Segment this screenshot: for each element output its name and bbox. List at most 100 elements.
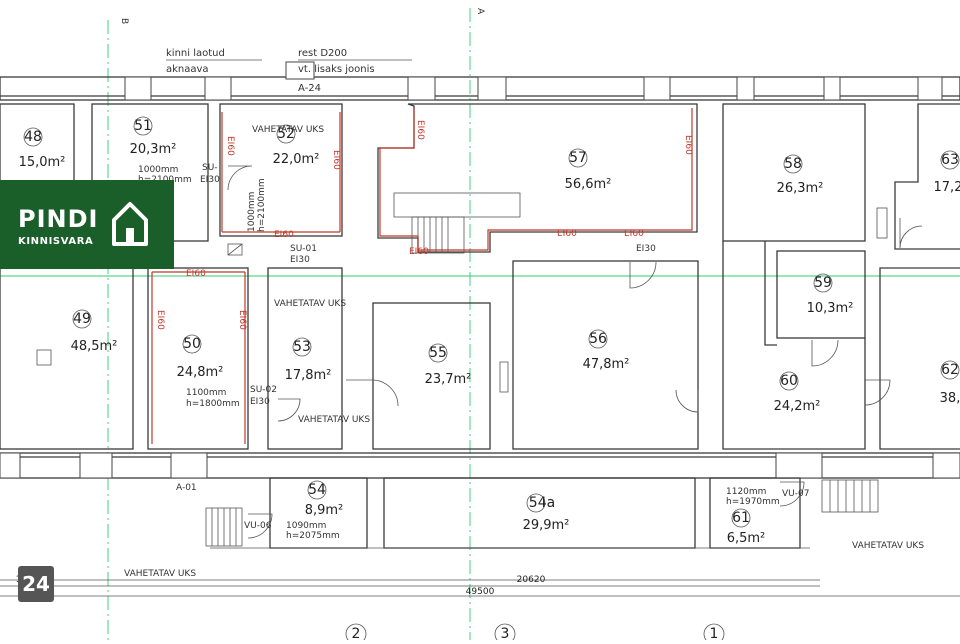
room-51-area: 20,3m²	[130, 142, 177, 157]
axis-bubble-3: 3	[501, 626, 510, 640]
fire-label: EI60	[683, 135, 693, 155]
note-vu06: VU-06	[244, 521, 272, 531]
note-vahetatav: VAHETATAV UKS	[298, 415, 370, 425]
room-53-outline	[267, 267, 343, 450]
window	[0, 452, 21, 479]
room-57-area: 56,6m²	[565, 177, 612, 192]
room-58-area: 26,3m²	[777, 181, 824, 196]
room-54a-outline	[383, 477, 696, 549]
room-53-number: 53	[293, 339, 311, 355]
room-59-number: 59	[814, 275, 832, 291]
note-su02: SU-02	[250, 385, 277, 395]
note-kinni-1: kinni laotud	[166, 48, 225, 59]
room-61-area: 6,5m²	[727, 531, 766, 546]
note-a01: A-01	[176, 483, 197, 493]
fire-label: EI60	[331, 150, 341, 170]
gallery-badge: 24	[18, 566, 54, 602]
room-54a: 54a 29,9m²	[523, 493, 569, 533]
window	[775, 452, 823, 479]
note-su01: SU-01	[290, 244, 317, 254]
house-icon	[112, 202, 148, 246]
fire-label: EI60	[186, 269, 206, 279]
note-door-width: 1120mm	[726, 487, 766, 497]
room-63-area: 17,2	[934, 180, 960, 195]
stairs-54	[205, 507, 243, 547]
fire-label: EI60	[415, 120, 425, 140]
room-62-area: 38,	[940, 391, 960, 406]
room-50-number: 50	[183, 336, 201, 352]
window	[124, 76, 152, 101]
note-vu07: VU-07	[782, 489, 809, 499]
vent-icon-line	[227, 243, 243, 256]
room-56-number: 56	[589, 331, 607, 347]
axis-bubbles: 2 3 1	[345, 623, 725, 644]
room-55-outline	[372, 302, 491, 450]
room-54: 54 8,9m²	[305, 480, 343, 518]
room-48: 48 15,0m²	[19, 127, 65, 170]
window	[204, 76, 232, 101]
fire-label: EI60	[274, 230, 294, 240]
column-icon	[36, 349, 52, 366]
note-door-width: 1000mm	[247, 192, 257, 232]
room-59-area: 10,3m²	[807, 301, 854, 316]
stair-landing	[393, 192, 521, 218]
room-52-outline	[219, 103, 343, 237]
stairs-61	[821, 479, 879, 513]
window	[736, 76, 755, 101]
note-vahetatav: VAHETATAV UKS	[852, 541, 924, 551]
window	[79, 452, 113, 479]
room-60-area: 24,2m²	[774, 399, 821, 414]
room-61-number: 61	[732, 510, 750, 526]
room-63-number: 63	[941, 152, 959, 168]
fire-label: EI60	[409, 247, 429, 257]
room-62: 62 38,	[940, 360, 960, 406]
room-63: 63 17,2	[934, 150, 960, 195]
window	[932, 452, 960, 479]
radiator-icon	[499, 361, 509, 393]
room-49-number: 49	[73, 311, 91, 327]
axis-label-a: A	[475, 8, 485, 15]
fire-label: EI60	[237, 310, 247, 330]
note-door-width: 1100mm	[186, 388, 226, 398]
room-51-number: 51	[134, 118, 152, 134]
room-59: 59 10,3m²	[807, 273, 854, 316]
window	[477, 76, 507, 101]
room-62-number: 62	[941, 362, 959, 378]
note-ei30: EI30	[290, 255, 310, 265]
note-vahetatav: VAHETATAV UKS	[274, 299, 346, 309]
room-60-outline	[722, 241, 866, 450]
room-52: 52 22,0m²	[273, 124, 320, 167]
room-53-area: 17,8m²	[285, 368, 332, 383]
vent-icon	[227, 243, 243, 256]
note-ei30: EI30	[250, 397, 270, 407]
window	[643, 76, 671, 101]
room-49-outline	[0, 267, 134, 450]
room-52-area: 22,0m²	[273, 152, 320, 167]
room-48-number: 48	[24, 129, 42, 145]
room-54-number: 54	[308, 482, 326, 498]
room-56: 56 47,8m²	[583, 329, 629, 372]
room-labels: 48 15,0m² 49 48,5m² 50 24,8m² 51 20,3m² …	[19, 116, 960, 546]
note-door-width: 1000mm	[138, 165, 178, 175]
note-door-height: h=1800mm	[186, 399, 240, 409]
door-swings	[227, 165, 923, 539]
radiator-icon	[876, 207, 888, 239]
room-62-outline	[879, 267, 960, 450]
room-60-number: 60	[780, 373, 798, 389]
dim-mid: 20620	[517, 575, 546, 585]
room-57: 57 56,6m²	[565, 148, 612, 192]
note-rest-1: rest D200	[298, 48, 347, 59]
note-vahetatav: VAHETATAV UKS	[124, 569, 196, 579]
fire-label: EI60	[557, 229, 577, 239]
axis-label-b: B	[119, 18, 129, 24]
room-58-outline	[722, 103, 866, 242]
room-55: 55 23,7m²	[425, 343, 471, 387]
window	[823, 76, 841, 101]
note-ei30: EI30	[636, 244, 656, 254]
room-50: 50 24,8m²	[177, 334, 223, 380]
note-rest-2: vt. lisaks joonis	[298, 64, 375, 75]
room-59-outline	[776, 250, 866, 339]
window	[285, 61, 315, 80]
